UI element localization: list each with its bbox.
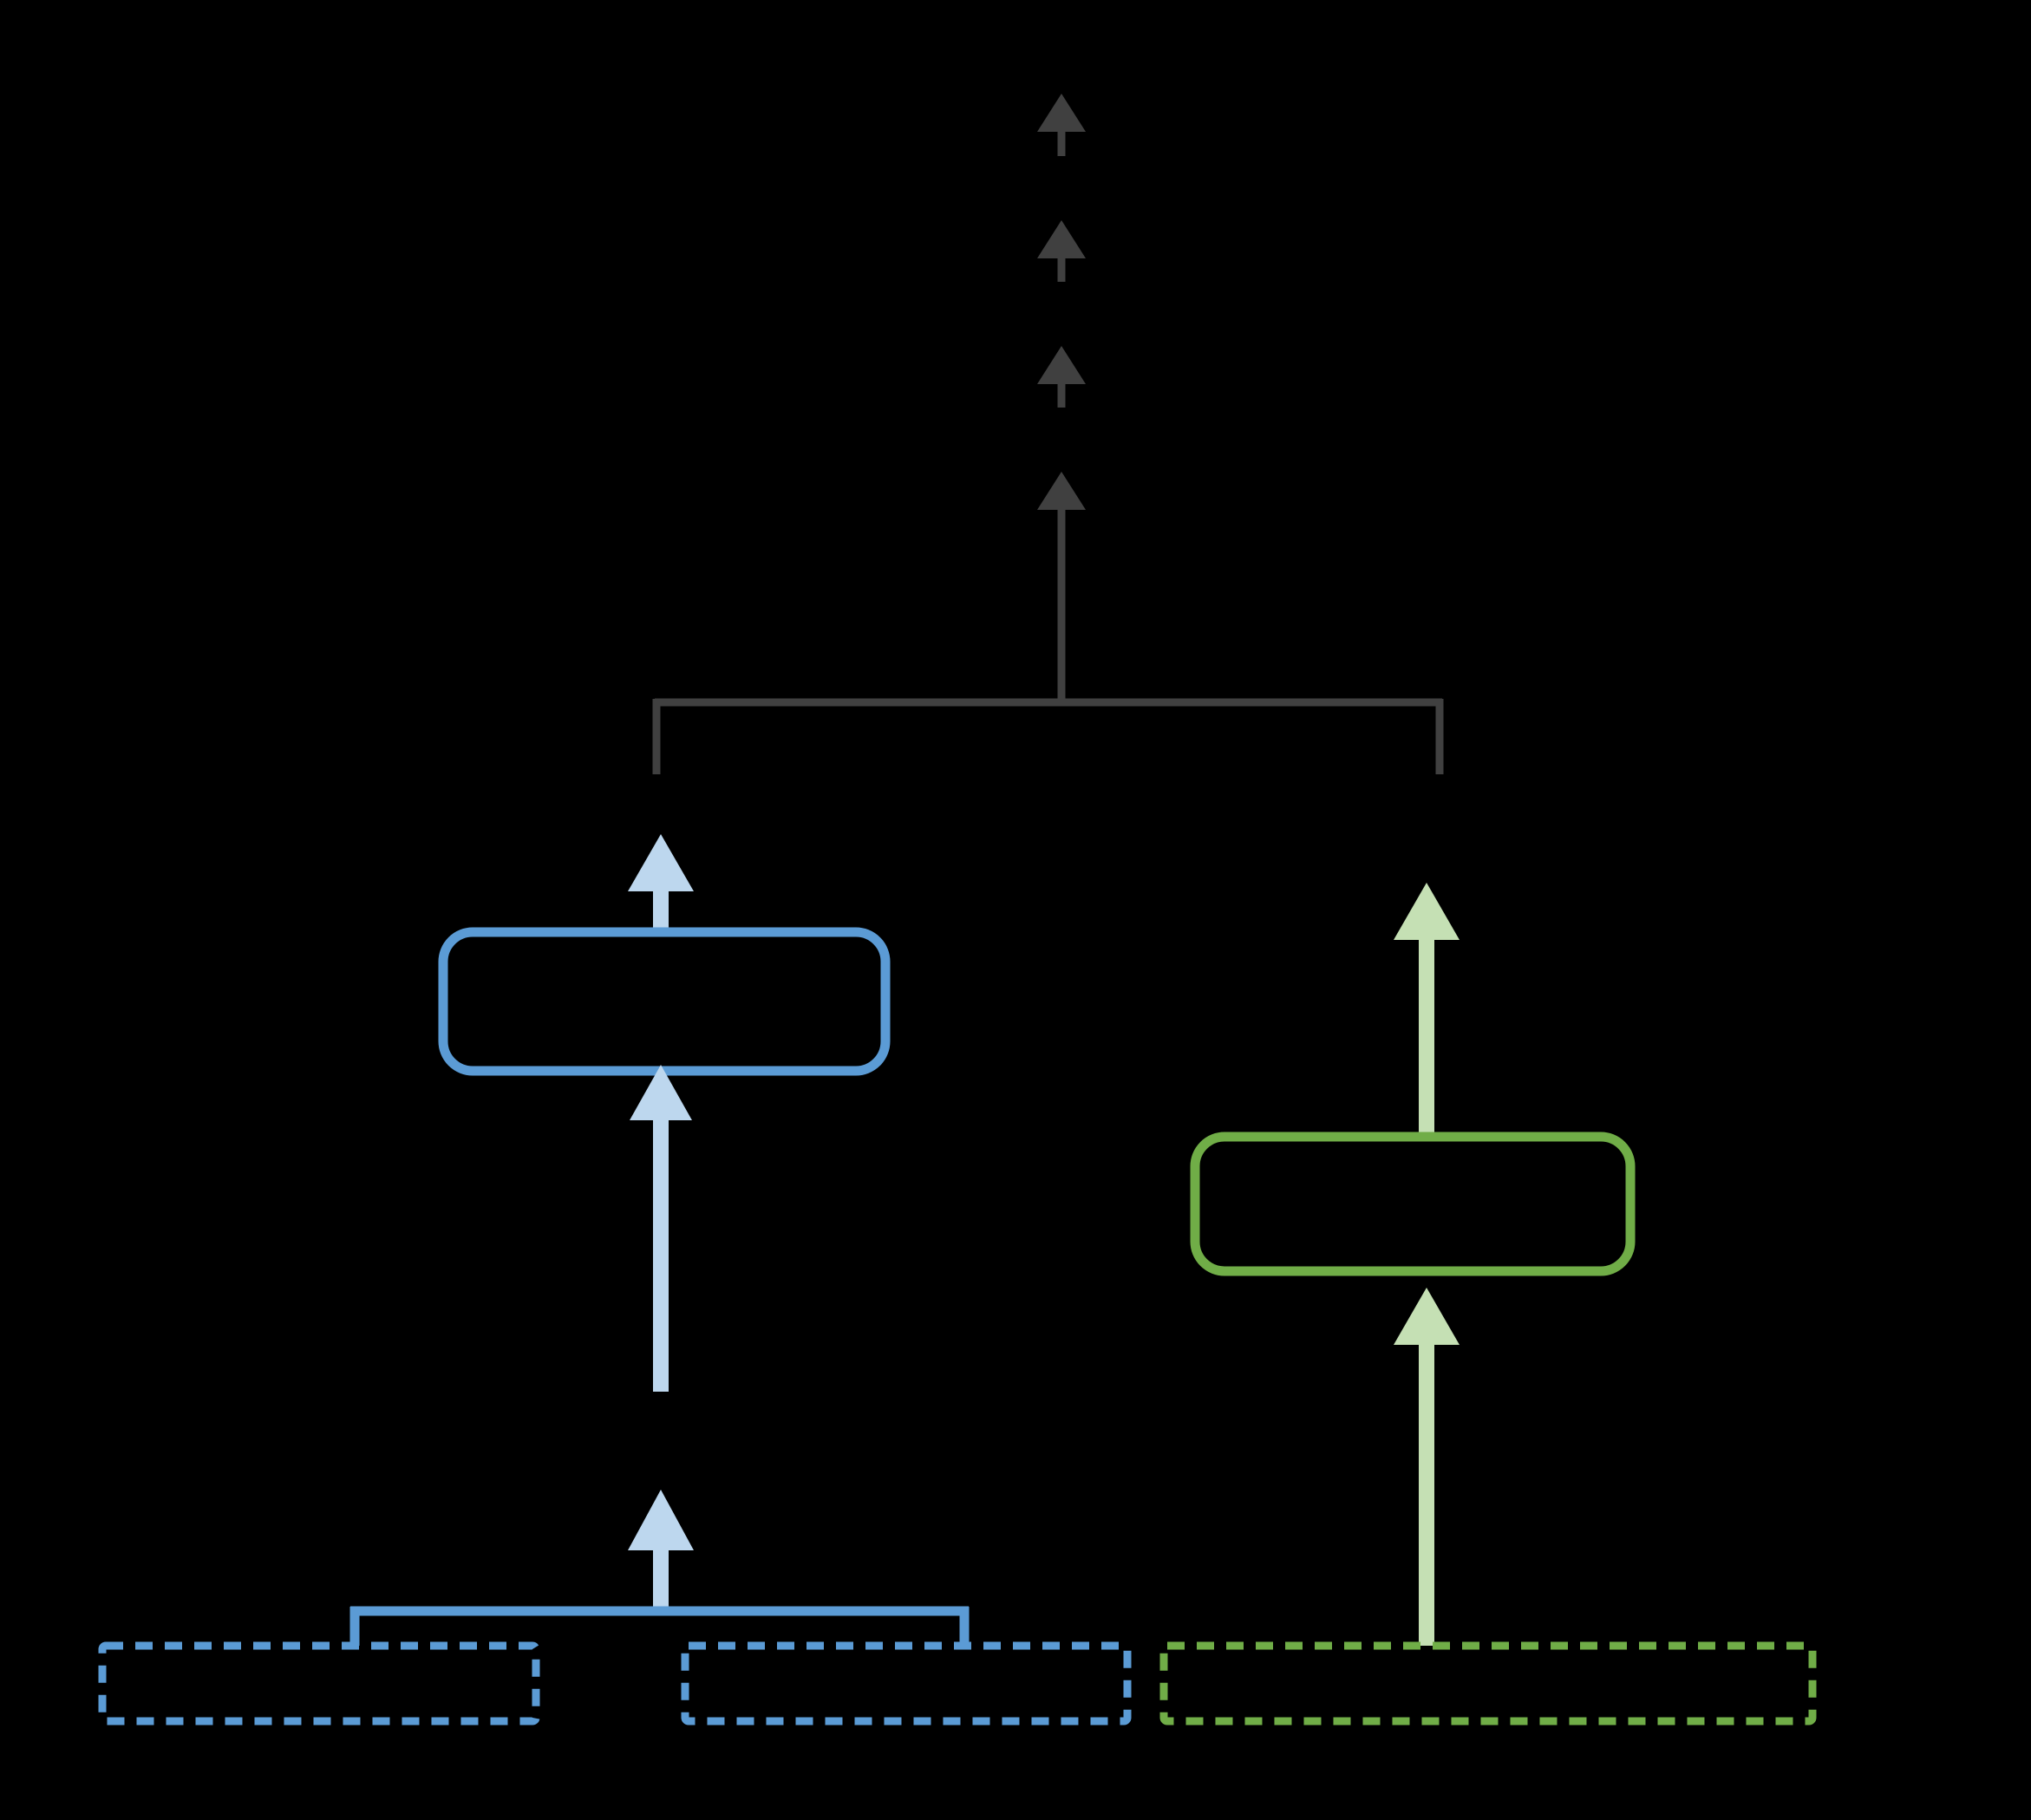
green-arrow-to-merge [1394, 883, 1460, 1139]
gray-arrow-3 [1037, 346, 1086, 408]
green-input-box[interactable] [1159, 1641, 1817, 1725]
green-process-box[interactable] [1190, 1132, 1636, 1276]
green-arrow-into-process [1394, 1288, 1460, 1646]
gray-arrow-2 [1037, 220, 1086, 282]
gray-merge-bracket [652, 533, 1444, 774]
blue-arrow-to-merge [628, 834, 694, 935]
blue-input-right-box[interactable] [681, 1641, 1132, 1725]
gray-arrow-1 [1037, 94, 1086, 156]
blue-input-left-box[interactable] [98, 1641, 540, 1725]
blue-edge-shape-label: 78 16 [620, 1201, 701, 1236]
blue-arrow-from-bracket [628, 1490, 694, 1611]
blue-split-bracket [349, 1606, 970, 1646]
gray-arrow-4 [1037, 472, 1086, 533]
blue-arrow-into-process [630, 1065, 692, 1392]
gray-arrow-chain [1037, 94, 1086, 533]
blue-process-box[interactable] [438, 927, 891, 1076]
